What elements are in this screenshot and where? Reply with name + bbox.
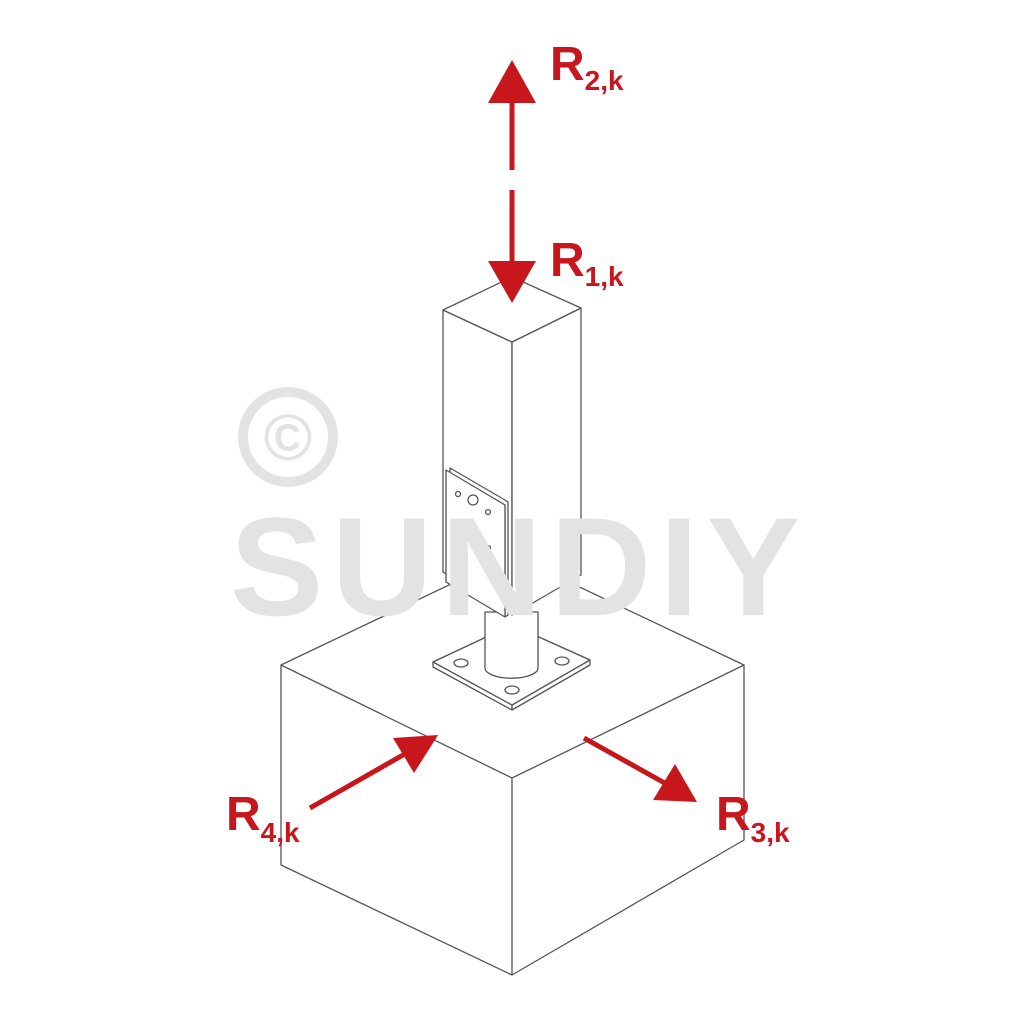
- label-r1: R1,k: [550, 234, 624, 292]
- copyright-circle-icon: [238, 387, 338, 487]
- bolt-hole: [554, 656, 570, 666]
- base-plate: [432, 611, 591, 711]
- force-arrow-r4: [308, 735, 438, 811]
- tube: [484, 611, 539, 679]
- force-arrow-r1: [488, 190, 536, 303]
- copyright-symbol: ©: [264, 400, 313, 474]
- side-plate: [445, 467, 509, 618]
- label-r4: R4,k: [226, 788, 300, 848]
- force-arrow-r2: [488, 60, 536, 170]
- bolt-hole: [453, 658, 469, 668]
- concrete-footing: [280, 554, 745, 976]
- force-arrow-r3: [582, 735, 697, 802]
- label-r3: R3,k: [716, 788, 790, 848]
- watermark-text: SUNDIY: [230, 488, 800, 645]
- label-r2: R2,k: [550, 38, 624, 96]
- bolt-hole: [504, 685, 520, 695]
